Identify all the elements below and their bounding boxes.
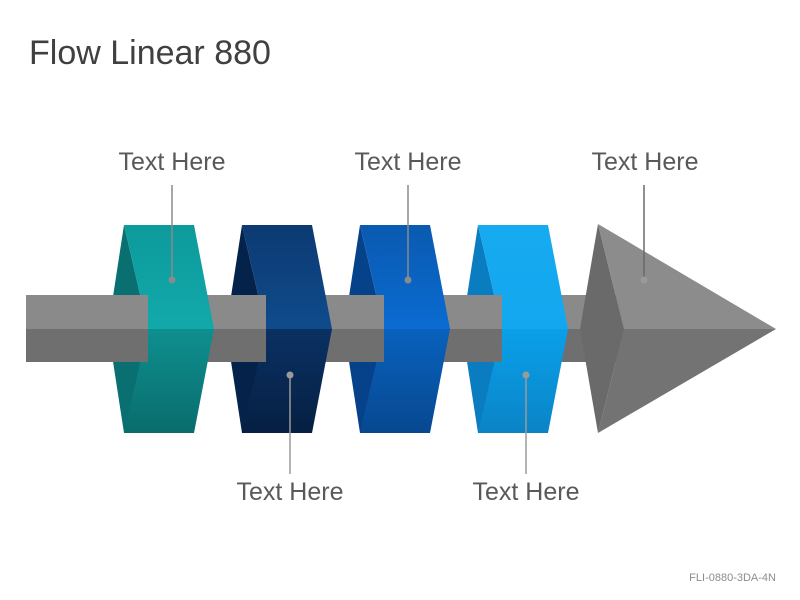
callout-bottom-2 — [522, 371, 530, 474]
arrow-head — [580, 224, 776, 433]
label-top-2: Text Here — [354, 148, 462, 176]
label-top-1: Text Here — [118, 148, 226, 176]
callout-top-1 — [168, 185, 176, 284]
label-top-3: Text Here — [591, 148, 699, 176]
callout-top-2 — [404, 185, 412, 284]
callout-bottom-1 — [286, 371, 294, 474]
callout-top-3 — [640, 185, 648, 284]
label-bottom-2: Text Here — [472, 478, 580, 506]
label-bottom-1: Text Here — [236, 478, 344, 506]
slide-code: FLI-0880-3DA-4N — [689, 572, 776, 584]
page-title: Flow Linear 880 — [29, 34, 271, 72]
